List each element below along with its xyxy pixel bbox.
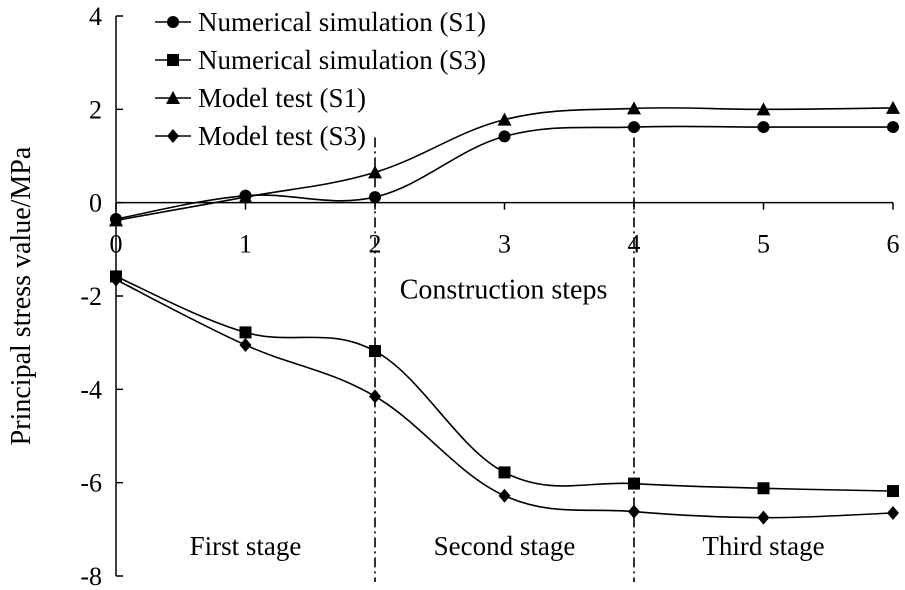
stage-label: Third stage: [702, 531, 824, 561]
x-tick-label: 6: [887, 230, 900, 259]
data-point-diamond: [369, 389, 381, 404]
data-point-triangle: [238, 190, 253, 204]
series-line-square: [115, 275, 894, 492]
data-point-circle: [628, 121, 640, 134]
data-point-circle: [498, 130, 511, 143]
data-point-circle: [757, 121, 770, 134]
x-tick-label: 0: [110, 230, 123, 259]
legend: Numerical simulation (S1) Numerical simul…: [155, 7, 486, 151]
data-point-triangle: [497, 112, 512, 126]
data-point-square: [887, 485, 899, 498]
data-point-circle: [369, 191, 381, 204]
x-tick-label: 5: [757, 230, 770, 259]
series-line-diamond: [115, 278, 894, 519]
y-tick-label: -4: [80, 375, 102, 404]
data-point-diamond: [757, 510, 770, 525]
data-point-diamond: [498, 488, 511, 503]
series-lines: [115, 106, 894, 519]
legend-entry: Numerical simulation (S1): [155, 7, 486, 37]
y-tick-label: 2: [89, 95, 102, 124]
data-point-diamond: [110, 272, 122, 287]
series-markers: [109, 100, 900, 525]
data-point-diamond: [887, 506, 899, 520]
stage-label: Second stage: [434, 531, 576, 561]
y-tick-label: -2: [80, 282, 102, 311]
legend-label: Model test (S1): [198, 83, 366, 113]
data-point-triangle: [109, 213, 123, 227]
x-axis-title: Construction steps: [400, 275, 608, 306]
data-point-diamond: [239, 338, 252, 352]
legend-label: Numerical simulation (S3): [198, 45, 486, 75]
y-tick-label: 0: [89, 189, 102, 218]
stage-label: First stage: [190, 531, 302, 561]
legend-entry: Model test (S3): [155, 121, 366, 151]
data-point-triangle: [627, 101, 641, 115]
stage-annotations: First stage Second stage Third stage: [190, 137, 825, 582]
data-point-square: [239, 326, 252, 339]
data-point-square: [369, 345, 381, 358]
legend-label: Numerical simulation (S1): [198, 7, 486, 37]
legend-marker-circle: [167, 16, 179, 28]
x-tick-label: 1: [239, 230, 252, 259]
data-point-square: [498, 466, 511, 479]
y-tick-label: 4: [89, 2, 102, 31]
data-point-square: [757, 482, 770, 495]
data-point-triangle: [756, 102, 771, 116]
legend-entry: Model test (S1): [155, 83, 366, 113]
legend-label: Model test (S3): [198, 121, 366, 151]
data-point-triangle: [886, 100, 900, 114]
data-point-circle: [887, 121, 899, 134]
x-tick-label: 3: [498, 230, 511, 259]
y-axis-title: Principal stress value/MPa: [6, 146, 37, 445]
y-tick-label: -8: [80, 562, 102, 590]
y-tick-label: -6: [80, 469, 102, 498]
legend-marker-triangle: [166, 91, 180, 104]
legend-entry: Numerical simulation (S3): [155, 45, 486, 75]
legend-marker-diamond: [167, 129, 179, 143]
legend-marker-square: [167, 54, 179, 66]
